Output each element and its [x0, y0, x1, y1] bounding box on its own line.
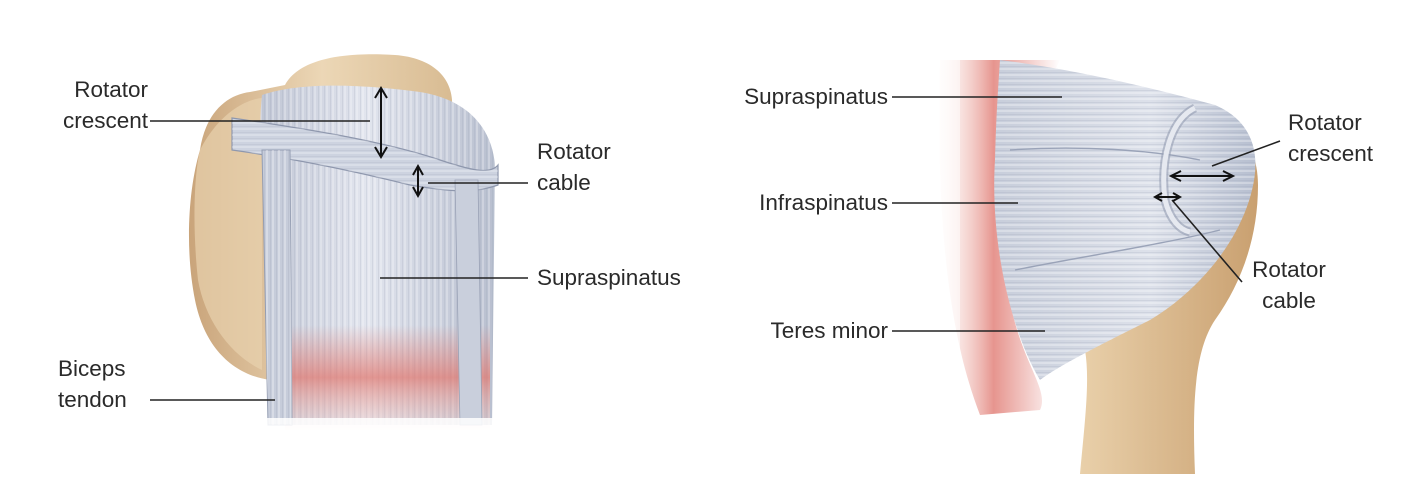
label-right-rotator-crescent-line1: Rotator: [1288, 110, 1362, 135]
label-right-rotator-crescent: Rotator crescent: [1288, 107, 1373, 169]
left-muscle-belly: [285, 325, 490, 430]
leader-right-rotator-cable: [1171, 199, 1243, 283]
right-annotations: [892, 96, 1281, 332]
label-right-teres-minor: Teres minor: [770, 318, 888, 343]
label-right-rotator-cable-line2: cable: [1262, 288, 1316, 313]
left-anterior-view: [188, 54, 505, 448]
label-right-rotator-crescent-line2: crescent: [1288, 141, 1374, 166]
label-right-supraspinatus: Supraspinatus: [744, 84, 888, 109]
label-left-biceps-tendon-line1: Biceps: [58, 356, 126, 381]
label-left-rotator-crescent-line2: crescent: [62, 108, 148, 133]
label-left-rotator-cable-line2: cable: [537, 170, 591, 195]
label-left-supraspinatus: Supraspinatus: [537, 265, 681, 290]
label-right-rotator-cable-line1: Rotator: [1252, 257, 1326, 282]
left-bone-highlight: [194, 98, 262, 370]
left-annotations: [150, 86, 528, 401]
label-left-biceps-tendon: Biceps tendon: [30, 353, 148, 415]
label-right-infraspinatus: Infraspinatus: [759, 190, 888, 215]
label-left-rotator-crescent: Rotator crescent: [30, 74, 148, 136]
label-left-biceps-tendon-line2: tendon: [58, 387, 127, 412]
leader-right-rotator-crescent: [1211, 140, 1281, 167]
label-right-rotator-cable: Rotator cable: [1242, 254, 1336, 316]
label-left-rotator-cable: Rotator cable: [537, 136, 611, 198]
label-left-rotator-cable-line1: Rotator: [537, 139, 611, 164]
label-left-rotator-crescent-line1: Rotator: [74, 77, 148, 102]
right-posterior-view: [920, 55, 1258, 474]
